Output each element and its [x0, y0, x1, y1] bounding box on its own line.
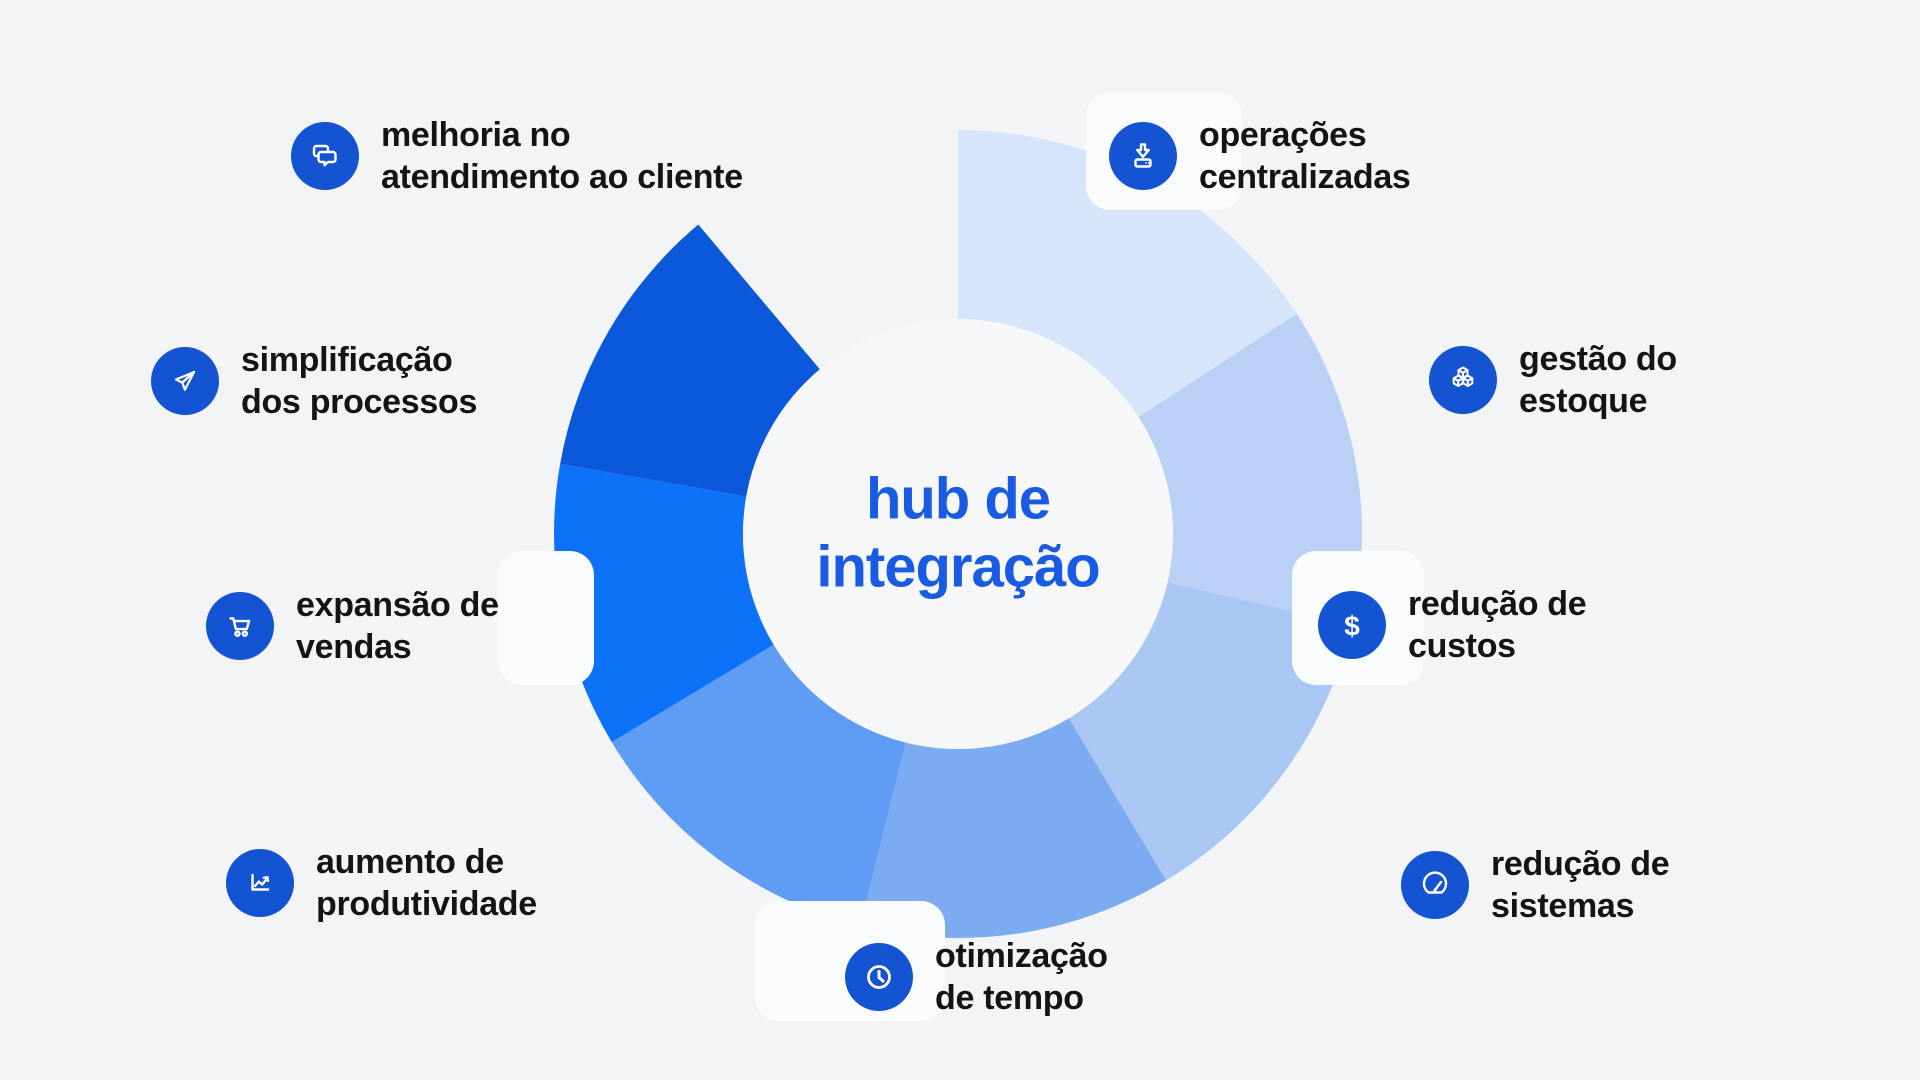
hub-center-circle	[743, 319, 1173, 749]
label-item-custos: $ redução de custos	[1318, 583, 1587, 667]
hub-title-line2: integração	[816, 535, 1100, 600]
label-item-sistemas: redução de sistemas	[1401, 843, 1670, 927]
dollar-icon: $	[1318, 591, 1386, 660]
cubes-icon	[1429, 346, 1497, 415]
svg-text:$: $	[1344, 611, 1360, 642]
item-label: redução de sistemas	[1491, 845, 1670, 926]
item-label: otimização de tempo	[935, 937, 1108, 1018]
cart-icon	[206, 592, 274, 661]
label-item-melhoria: melhoria no atendimento ao cliente	[291, 114, 743, 198]
donut-segment	[1068, 582, 1352, 881]
clock-icon	[845, 943, 913, 1012]
item-label: aumento de produtividade	[316, 843, 537, 924]
item-label: melhoria no atendimento ao cliente	[381, 116, 743, 197]
donut-segment	[1138, 313, 1363, 625]
donut-segment	[560, 224, 820, 497]
item-label: operações centralizadas	[1199, 116, 1411, 197]
label-item-operacoes: operações centralizadas	[1109, 114, 1411, 198]
donut-segment	[554, 463, 774, 743]
chat-bubbles-icon	[291, 122, 359, 191]
item-label: redução de custos	[1408, 585, 1587, 666]
item-label: expansão de vendas	[296, 586, 499, 667]
ring-notch	[498, 551, 594, 685]
label-item-expansao: expansão de vendas	[206, 584, 499, 668]
item-label: simplificação dos processos	[241, 341, 478, 422]
paper-plane-icon	[151, 347, 219, 416]
item-label: gestão do estoque	[1519, 340, 1677, 421]
donut-segment	[958, 130, 1297, 417]
label-item-aumento: aumento de produtividade	[226, 841, 537, 925]
hub-title: hub de integração	[816, 466, 1100, 603]
donut-segment	[860, 718, 1167, 939]
chart-up-icon	[226, 849, 294, 918]
label-item-gestao: gestão do estoque	[1429, 338, 1677, 422]
gauge-icon	[1401, 851, 1469, 920]
label-item-otimizacao: otimização de tempo	[845, 935, 1108, 1019]
hub-title-line1: hub de	[865, 466, 1051, 532]
inbox-download-icon	[1109, 122, 1177, 191]
label-item-simplificacao: simplificação dos processos	[151, 339, 477, 423]
donut-segment	[611, 644, 906, 926]
